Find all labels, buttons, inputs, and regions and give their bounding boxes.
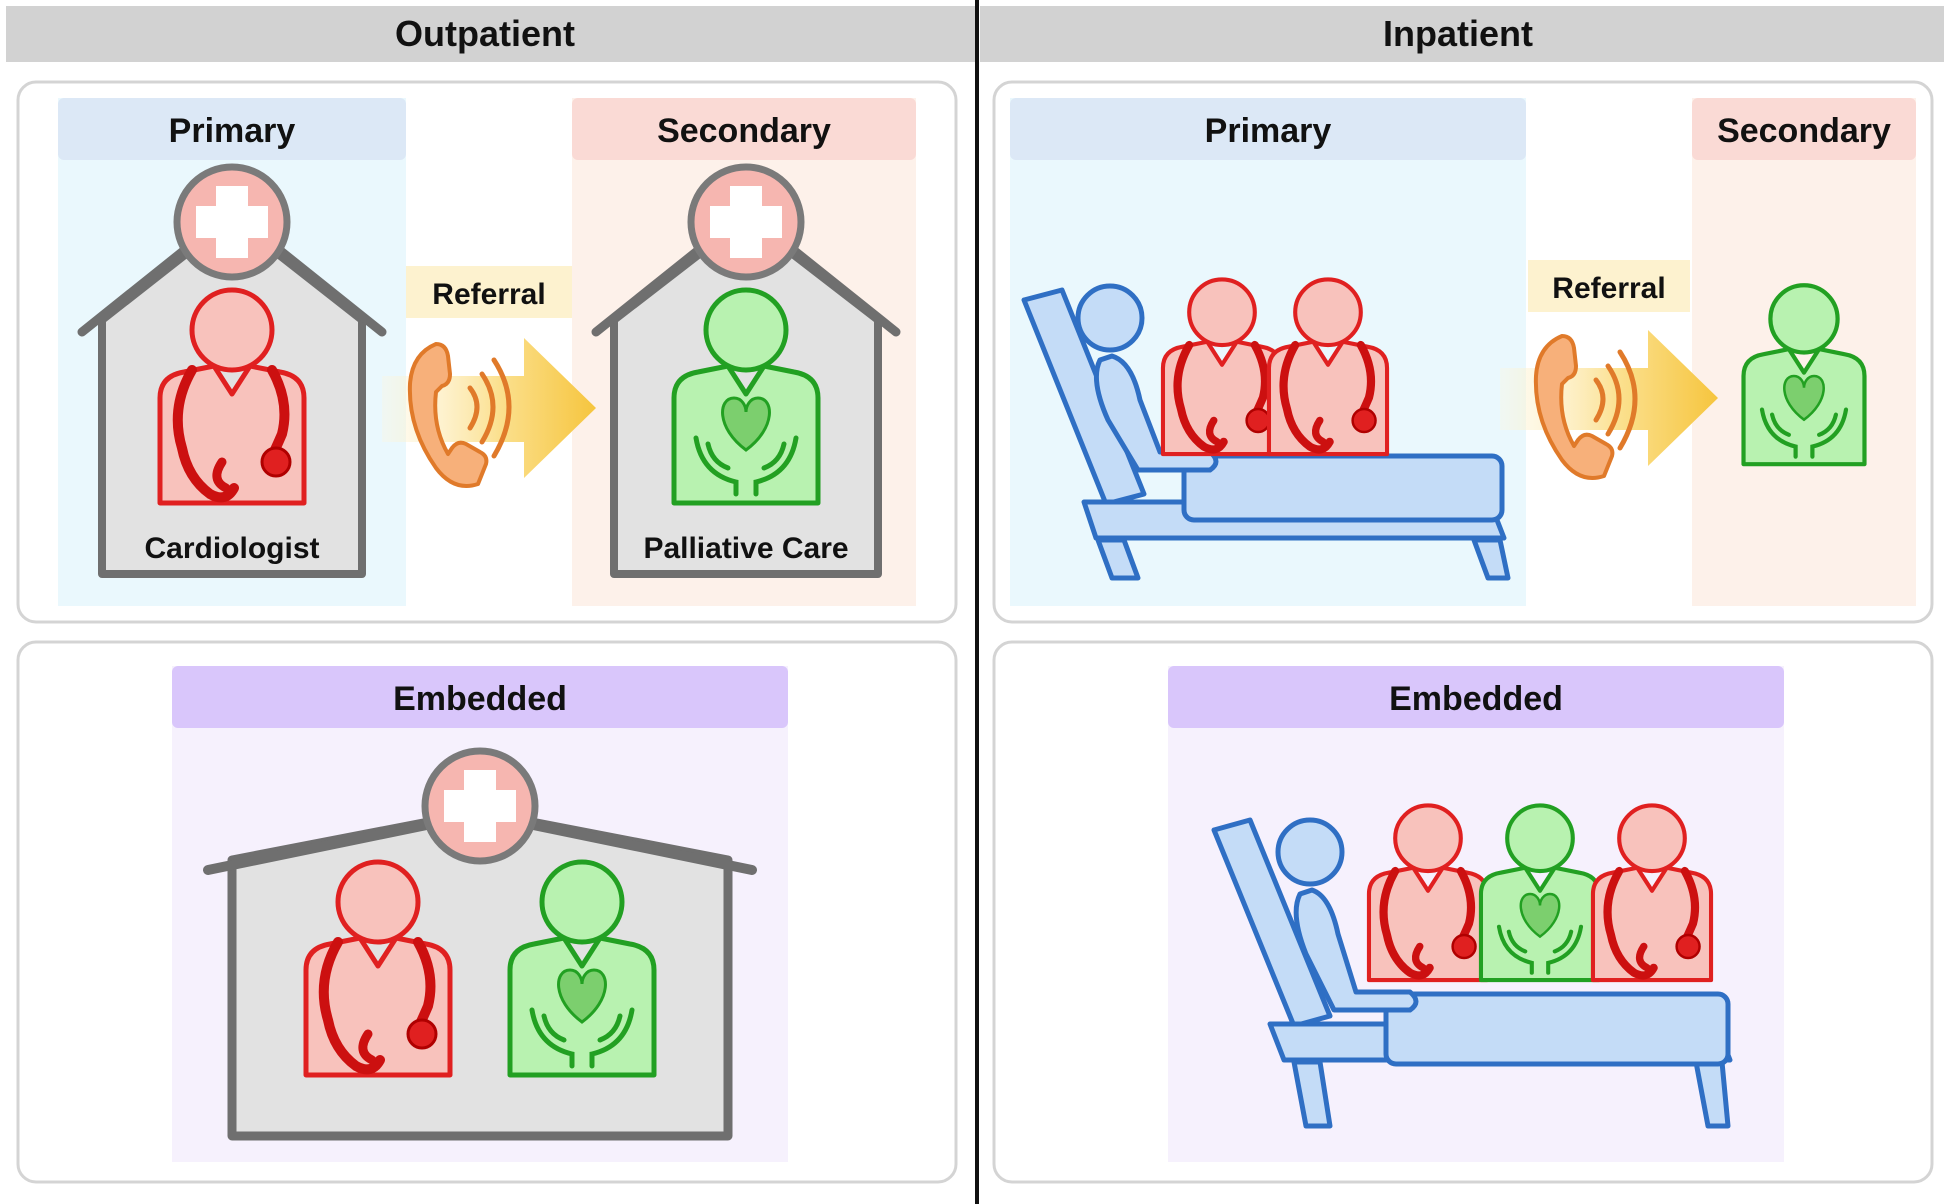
medical-cross-icon [425,751,535,861]
outpatient-embedded-label: Embedded [393,680,567,718]
outpatient-secondary-label: Secondary [657,112,831,150]
inpatient-referral-band [1528,260,1690,312]
inpatient-referral-label: Referral [1552,272,1665,305]
inpatient-primary-label: Primary [1205,112,1332,150]
hospital-bed-icon [1211,817,1733,1129]
outpatient-primary-label: Primary [169,112,296,150]
medical-cross-icon [691,167,801,277]
inpatient-header: Inpatient [1383,13,1533,54]
primary-caption: Cardiologist [144,532,319,565]
inpatient-embedded-label: Embedded [1389,680,1563,718]
patient-icon [1075,283,1219,473]
inpatient-secondary-label: Secondary [1717,112,1891,150]
medical-cross-icon [177,167,287,277]
outpatient-referral-label: Referral [432,278,545,311]
secondary-caption: Palliative Care [643,532,848,565]
hospital-bed-icon [1021,287,1511,581]
referral-arrow-icon [1500,330,1718,466]
outpatient-header: Outpatient [395,13,575,54]
referral-arrow-icon [382,338,596,478]
outpatient-referral-band [406,266,572,318]
outpatient-header-bar [6,6,976,62]
patient-icon [1275,817,1419,1013]
inpatient-header-bar [980,6,1944,62]
